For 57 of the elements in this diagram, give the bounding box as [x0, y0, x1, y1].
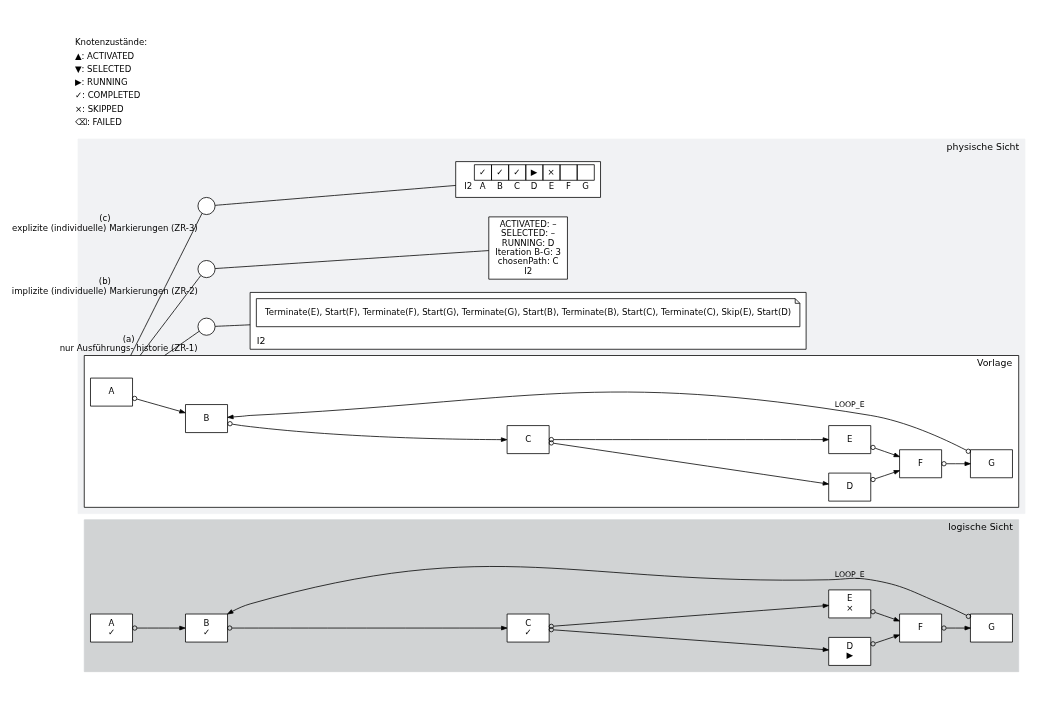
arrow [548, 627, 829, 652]
arrow [870, 634, 900, 647]
legend-label: ▲: ACTIVATED [74, 50, 135, 61]
node-box: D [828, 472, 872, 502]
edge-label: LOOP_E [834, 399, 865, 409]
node-box: C [506, 425, 550, 454]
node-label: (a) [122, 334, 135, 345]
node-label: implizite (individuelle) Markierungen (ZR-2) [11, 285, 198, 296]
node-label: nur Ausführungs- historie (ZR-1) [59, 343, 198, 354]
node-box: F [899, 449, 942, 479]
node-circle [197, 260, 216, 278]
connector [214, 250, 490, 269]
node-box: G [970, 449, 1013, 479]
node-box: E [828, 425, 872, 454]
node-box: F [899, 613, 942, 643]
legend-label: ▼: SELECTED [74, 63, 132, 74]
arrow [870, 470, 900, 483]
node-circle [197, 197, 216, 215]
node-box: C ✓ [506, 613, 550, 643]
arrow [870, 609, 900, 622]
node-box: E × [828, 589, 872, 619]
legend-label: ✓: COMPLETED [74, 90, 141, 101]
node-box: D ▶ [828, 637, 872, 666]
legend-label: ⌫: FAILED [74, 116, 122, 127]
arrow [227, 391, 971, 454]
node-box: B [185, 404, 228, 433]
connector [214, 185, 457, 206]
node-label: (b) [98, 276, 111, 287]
node-label: Vorlage [976, 357, 1013, 369]
node-box: G [970, 613, 1013, 643]
connector [130, 213, 203, 356]
node-box: A [90, 377, 133, 407]
arrow [132, 625, 186, 631]
arrow [941, 461, 971, 467]
connector [139, 275, 202, 356]
node-box: B ✓ [185, 613, 228, 643]
connector [214, 324, 251, 327]
node-box: ACTIVATED: – SELECTED: – RUNNING: D Iteration B-G: 3 chosenPath: C I2 [488, 216, 568, 280]
node-box: A ✓ [90, 613, 133, 643]
legend-label: ▶: RUNNING [74, 77, 128, 88]
node-label: explizite (individuelle) Markierungen (ZR-3) [12, 222, 198, 233]
arrow [548, 440, 829, 486]
node-circle [197, 317, 216, 336]
node-label: (c) [99, 213, 111, 224]
edge-label: LOOP_E [834, 569, 865, 579]
arrow [870, 444, 900, 458]
legend-label: ×: SKIPPED [74, 103, 124, 114]
arrow [941, 625, 971, 631]
label: Knotenzustände: [74, 37, 148, 48]
arrow [227, 566, 972, 619]
arrow [227, 421, 508, 442]
connector [164, 330, 200, 356]
arrow [548, 437, 829, 443]
arrow [548, 603, 829, 629]
arrow [132, 395, 186, 414]
arrow [227, 625, 508, 631]
cluster [83, 355, 1020, 508]
